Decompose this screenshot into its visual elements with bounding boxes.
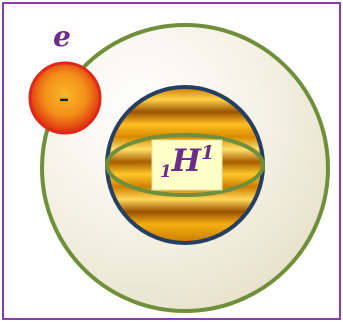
electron-sphere: [28, 61, 102, 135]
diagram-frame: 1H1 – e: [2, 2, 341, 320]
electron-label: e: [53, 20, 71, 53]
nucleus-subscript: 1: [160, 162, 172, 182]
nucleus-symbol: H: [171, 143, 203, 179]
nucleus-label: 1H1: [160, 142, 214, 182]
hydrogen-atom-diagram: 1H1 – e: [28, 20, 330, 313]
nucleus-superscript: 1: [201, 142, 214, 164]
nucleus-label-box: [151, 139, 223, 191]
nucleus-equator-ring: [105, 133, 265, 197]
electron-charge-sign: –: [59, 86, 69, 110]
